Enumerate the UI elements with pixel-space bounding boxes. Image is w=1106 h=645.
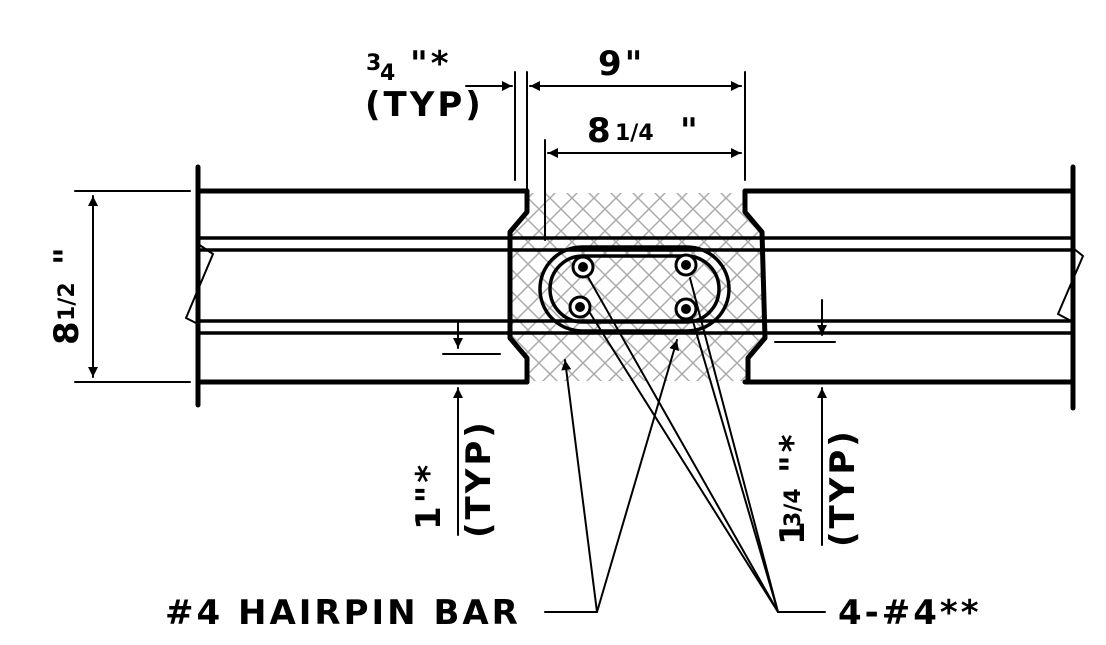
label-3-4-num: 3 xyxy=(366,51,381,76)
label-8-1-4-whole: 8 xyxy=(587,111,614,151)
hairpin-bar xyxy=(538,245,731,333)
callout-4-bars: 4-#4** xyxy=(838,593,981,633)
svg-text:1"*: 1"* xyxy=(409,462,449,530)
joint-block-hatch xyxy=(510,193,765,381)
svg-text:1: 1 xyxy=(773,518,813,545)
leader-bars xyxy=(587,276,826,613)
label-3-4-den: 4 xyxy=(380,61,395,86)
callout-hairpin-bar: #4 HAIRPIN BAR xyxy=(165,593,521,633)
svg-text:1/2: 1/2 xyxy=(55,282,80,321)
dimension-1-3-4-in-cover xyxy=(774,299,836,546)
svg-text:(TYP): (TYP) xyxy=(823,428,863,547)
dimension-8-1-2-in xyxy=(74,190,191,383)
slab-outline xyxy=(185,164,1084,411)
svg-text:": " xyxy=(47,244,87,265)
label-1-in: 1"* (TYP) xyxy=(409,419,499,538)
leader-hairpin xyxy=(544,339,679,613)
label-8-1-2: 8 1/2 " xyxy=(47,244,87,345)
label-3-4-typ: (TYP) xyxy=(365,85,484,125)
svg-text:"*: "* xyxy=(773,432,813,474)
dimension-1-in-cover xyxy=(442,321,501,536)
dimension-8-1-4-in xyxy=(544,139,742,241)
rebar-4-4 xyxy=(568,253,698,321)
svg-text:3/4: 3/4 xyxy=(781,488,806,527)
svg-text:8: 8 xyxy=(47,318,87,345)
label-8-1-4-frac: 1/4 xyxy=(615,121,654,146)
svg-text:(TYP): (TYP) xyxy=(459,419,499,538)
label-9-in: 9" xyxy=(598,44,645,84)
dimension-9-in xyxy=(514,71,746,196)
label-3-4-unit: "* xyxy=(410,44,452,84)
label-8-1-4-unit: " xyxy=(680,111,701,151)
label-1-3-4-in: 1 3/4 "* (TYP) xyxy=(773,428,863,547)
